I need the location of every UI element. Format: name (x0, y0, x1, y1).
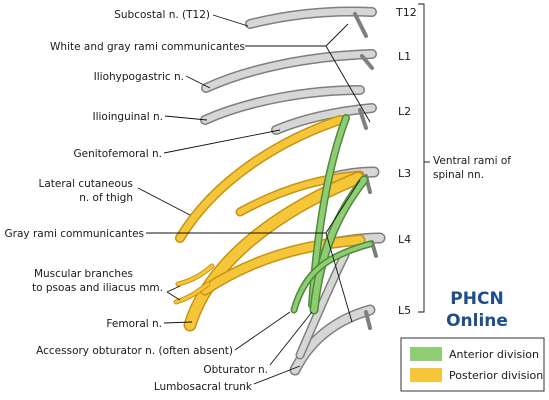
legend: Anterior division Posterior division (400, 337, 545, 392)
label-lateral-cutaneous-1: Lateral cutaneous (38, 178, 133, 190)
brand-watermark: PHCN Online (446, 289, 508, 331)
label-lateral-cutaneous-2: n. of thigh (79, 192, 133, 204)
label-ventral-rami-2: spinal nn. (433, 169, 484, 181)
label-lumbosacral: Lumbosacral trunk (154, 381, 253, 393)
label-genitofemoral: Genitofemoral n. (73, 148, 162, 160)
level-label: T12 (395, 6, 417, 19)
legend-swatch-anterior (410, 347, 442, 361)
label-accessory-obturator: Accessory obturator n. (often absent) (36, 345, 233, 357)
label-iliohypogastric: Iliohypogastric n. (94, 71, 184, 83)
label-ventral-rami-1: Ventral rami of (433, 155, 511, 167)
labels: Subcostal n. (T12) White and gray rami c… (5, 9, 512, 393)
level-label: L3 (398, 167, 411, 180)
label-muscular-2: to psoas and iliacus mm. (32, 282, 163, 294)
brand-line-1: PHCN (450, 289, 503, 309)
label-obturator: Obturator n. (203, 364, 268, 376)
brand-line-2: Online (446, 311, 508, 331)
label-muscular-1: Muscular branches (34, 268, 133, 280)
level-label: L1 (398, 50, 411, 63)
label-rami-white-gray: White and gray rami communicantes (50, 41, 245, 53)
label-subcostal: Subcostal n. (T12) (114, 9, 210, 21)
legend-box (400, 337, 545, 392)
level-label: L5 (398, 304, 411, 317)
label-gray-rami: Gray rami communicantes (5, 228, 144, 240)
leader-lines (137, 3, 430, 385)
label-ilioinguinal: Ilioinguinal n. (92, 111, 163, 123)
spinal-levels: T12 L1 L2 L3 L4 L5 (395, 6, 417, 317)
label-femoral: Femoral n. (106, 318, 162, 330)
level-label: L2 (398, 105, 411, 118)
anterior-division-nerves (290, 114, 374, 315)
legend-label-posterior: Posterior division (449, 369, 543, 382)
legend-swatch-posterior (410, 368, 442, 382)
level-label: L4 (398, 233, 411, 246)
legend-label-anterior: Anterior division (449, 348, 539, 361)
